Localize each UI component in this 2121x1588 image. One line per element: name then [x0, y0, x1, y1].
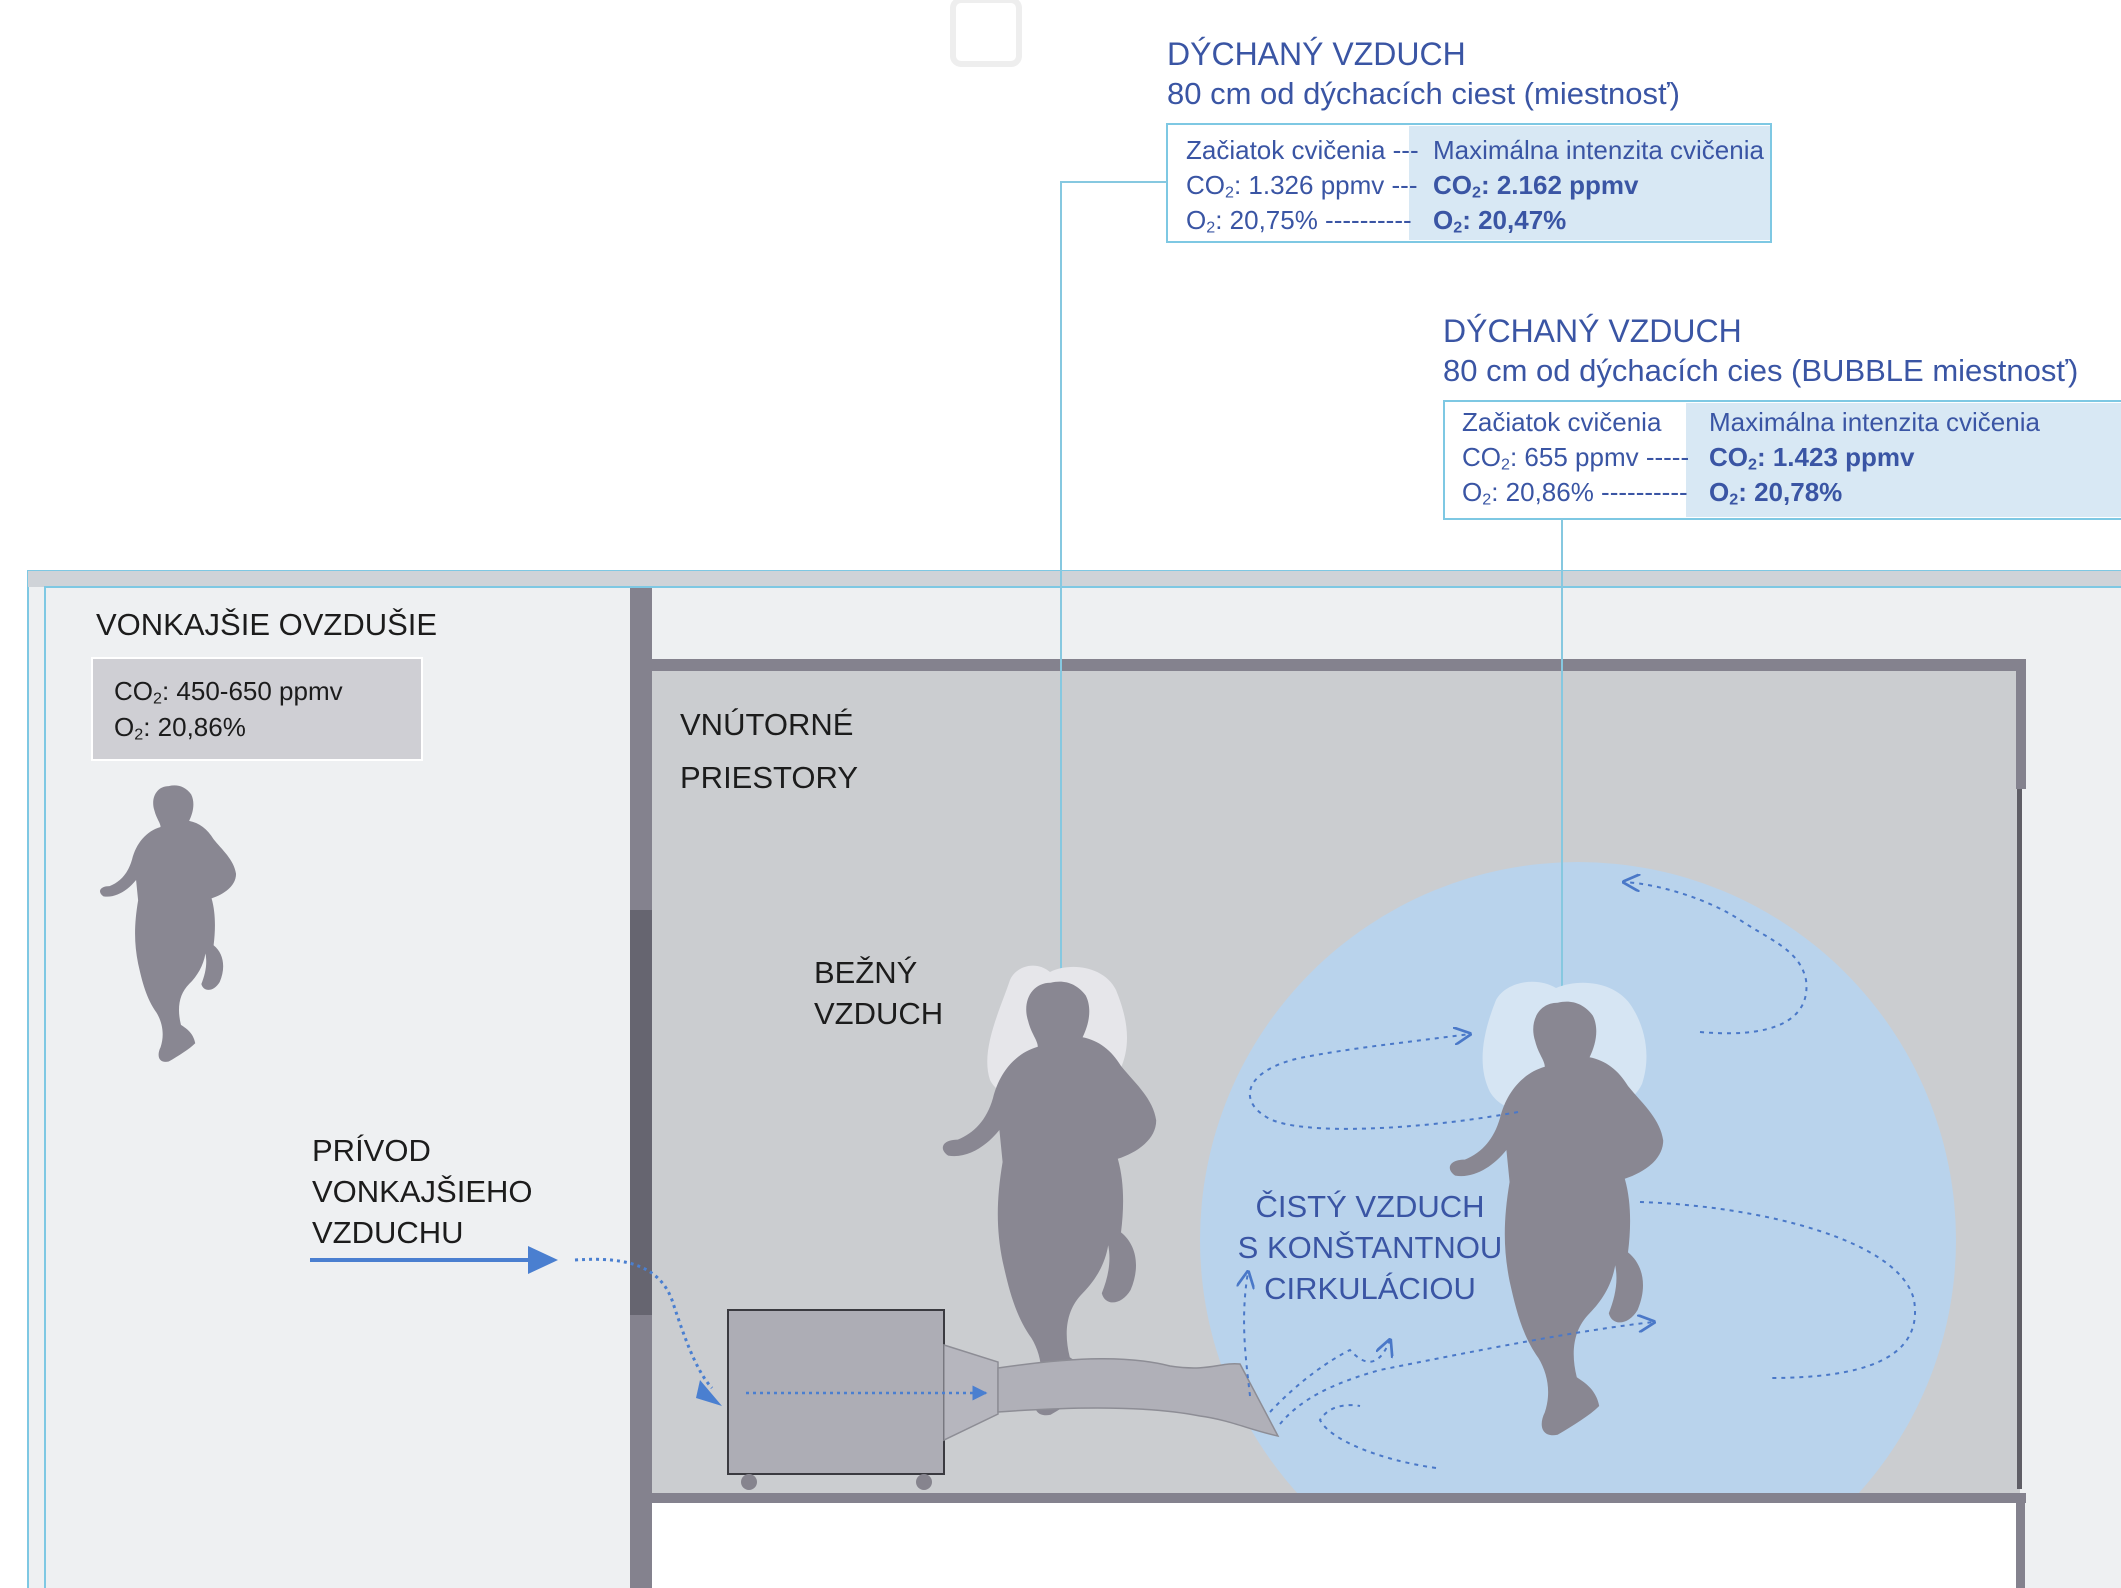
bubble-start-o2: O2: 20,86% ----------	[1462, 477, 1688, 509]
room-callout-highlight	[1409, 126, 1770, 240]
bubble-callout-subtitle: 80 cm od dýchacích cies (BUBBLE miestnos…	[1443, 353, 2079, 388]
circulation-arrows	[1244, 882, 1917, 1469]
outdoor-info-box	[91, 657, 423, 761]
outer-frame-header	[28, 571, 2121, 587]
room-callout-subtitle: 80 cm od dýchacích ciest (miestnosť)	[1167, 76, 1680, 111]
bubble-callout-highlight	[1686, 403, 2121, 517]
room-callout-title: DÝCHANÝ VZDUCH	[1167, 36, 1466, 72]
bubble-max-o2: O2: 20,78%	[1709, 477, 1843, 509]
bubble-start-label: Začiatok cvičenia	[1462, 407, 1662, 437]
bubble-max-label: Maximálna intenzita cvičenia	[1709, 407, 2040, 437]
room-max-label: Maximálna intenzita cvičenia	[1433, 135, 1764, 165]
right-wall-top	[2016, 659, 2026, 789]
room-start-o2: O2: 20,75% ----------	[1186, 205, 1412, 237]
room-leader-line	[1060, 181, 1167, 1010]
bubble-start-co2: CO2: 655 ppmv -----	[1462, 442, 1690, 474]
bubble-max-co2: CO2: 1.423 ppmv	[1709, 442, 1915, 474]
room-start-label: Začiatok cvičenia ---	[1186, 135, 1419, 165]
floor	[630, 1493, 2026, 1503]
outdoor-title: VONKAJŠIE OVZDUŠIE	[96, 607, 438, 642]
top-square-icon	[950, 0, 1022, 67]
outdoor-co2: CO2: 450-650 ppmv	[114, 676, 343, 708]
outdoor-o2: O2: 20,86%	[114, 712, 246, 744]
intake-dotted-flow	[574, 1257, 714, 1390]
bubble-callout-title: DÝCHANÝ VZDUCH	[1443, 313, 1742, 349]
room-start-co2: CO2: 1.326 ppmv ---	[1186, 170, 1418, 202]
ceiling-wall	[630, 659, 2026, 671]
room-max-o2: O2: 20,47%	[1433, 205, 1567, 237]
room-max-co2: CO2: 2.162 ppmv	[1433, 170, 1639, 202]
